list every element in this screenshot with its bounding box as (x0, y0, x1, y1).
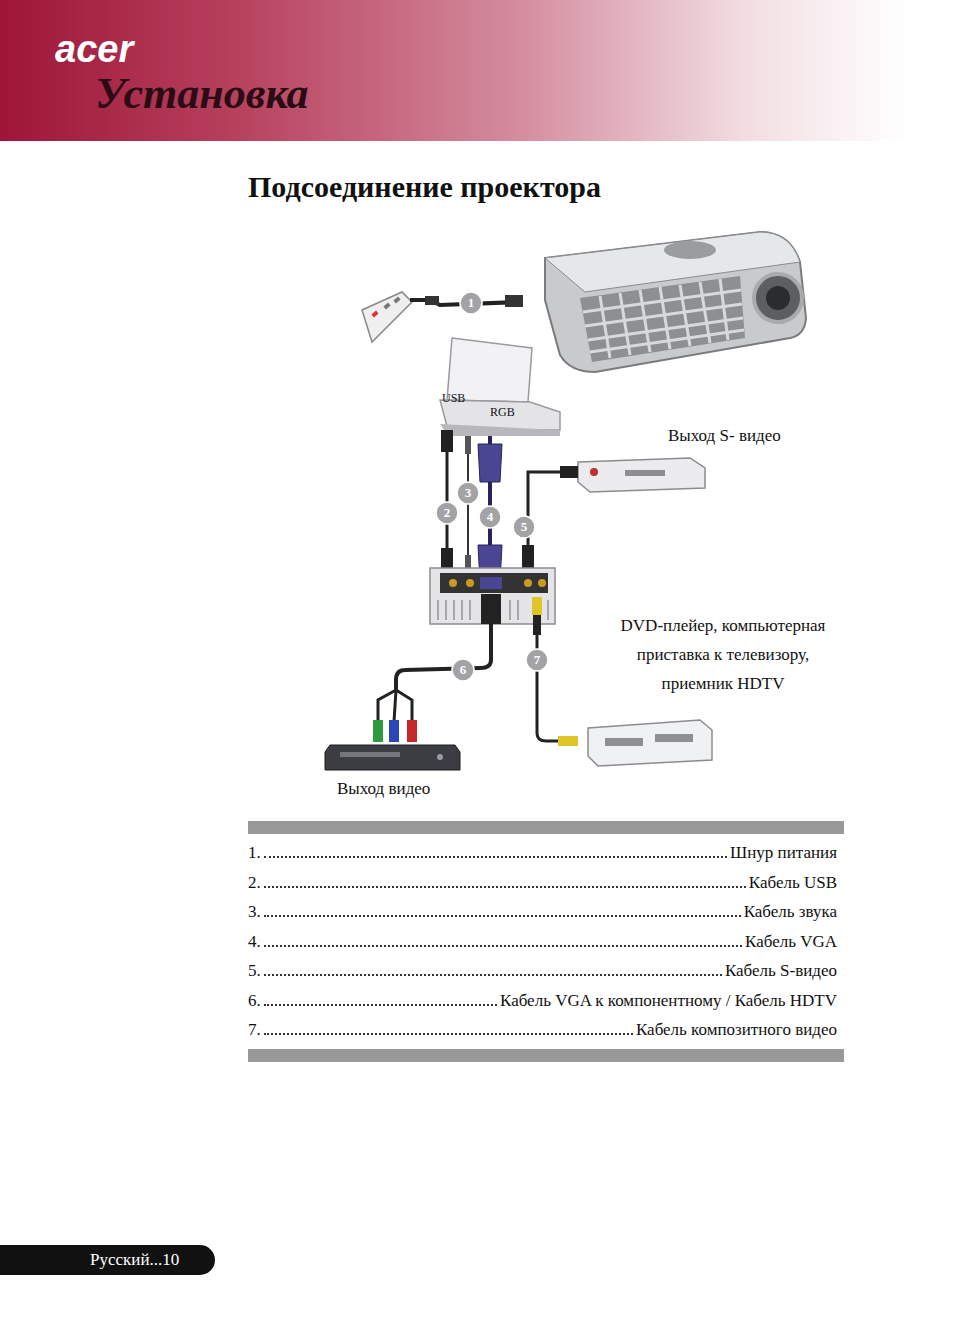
callout-number: 7 (534, 652, 541, 668)
dot-leader (264, 915, 741, 917)
row-number: 1. (248, 843, 261, 863)
callout-number: 5 (521, 519, 528, 535)
parts-row: 2. Кабель USB (248, 869, 837, 893)
port-name: USB (442, 391, 465, 406)
dot-leader (264, 886, 746, 888)
parts-row: 1. Шнур питания (248, 839, 837, 863)
dot-leader (264, 1004, 497, 1006)
cable-name: Кабель звука (744, 902, 837, 922)
device-label: DVD-плейер, компьютерная приставка к тел… (607, 611, 839, 698)
table-rule (248, 1049, 844, 1062)
callout-number: 2 (444, 505, 451, 521)
device-label: Выход S- видео (668, 426, 781, 446)
cable-name: Кабель VGA (745, 932, 837, 952)
parts-row: 6. Кабель VGA к компонентному / Кабель HD… (248, 987, 837, 1011)
brand-logo: acer (55, 28, 133, 71)
page-title: Подсоединение проектора (248, 170, 601, 204)
dot-leader (264, 945, 742, 947)
parts-row: 7. Кабель композитного видео (248, 1016, 837, 1040)
callout-number: 6 (460, 662, 467, 678)
cable-name: Кабель USB (749, 873, 837, 893)
callout-number: 1 (468, 295, 475, 311)
section-heading: Установка (95, 68, 309, 119)
row-number: 2. (248, 873, 261, 893)
callout-number: 3 (465, 485, 472, 501)
row-number: 6. (248, 991, 261, 1011)
component-cable (373, 594, 501, 742)
dvd-player (325, 745, 460, 770)
device-label: Выход видео (337, 779, 430, 799)
table-rule (248, 821, 844, 834)
parts-row: 4. Кабель VGA (248, 928, 837, 952)
dot-leader (264, 974, 722, 976)
callout-circles (436, 292, 548, 681)
projector-drawing (545, 232, 806, 372)
row-number: 3. (248, 902, 261, 922)
cable-name: Кабель VGA к компонентному / Кабель HDTV (500, 991, 837, 1011)
cable-name: Шнур питания (730, 843, 837, 863)
laptop-cables (441, 430, 502, 582)
row-number: 5. (248, 961, 261, 981)
callout-number: 4 (487, 509, 494, 525)
row-number: 4. (248, 932, 261, 952)
parts-row: 3. Кабель звука (248, 898, 837, 922)
laptop-drawing (440, 338, 560, 436)
row-number: 7. (248, 1020, 261, 1040)
power-strip (362, 292, 523, 342)
port-name: RGB (490, 405, 515, 420)
dot-leader (264, 856, 727, 858)
page-footer: Русский...10 (90, 1250, 179, 1270)
dot-leader (264, 1033, 633, 1035)
set-top-box (588, 720, 712, 766)
parts-row: 5. Кабель S-видео (248, 957, 837, 981)
cable-name: Кабель композитного видео (636, 1020, 837, 1040)
s-video-source (522, 458, 705, 575)
cable-name: Кабель S-видео (725, 961, 837, 981)
